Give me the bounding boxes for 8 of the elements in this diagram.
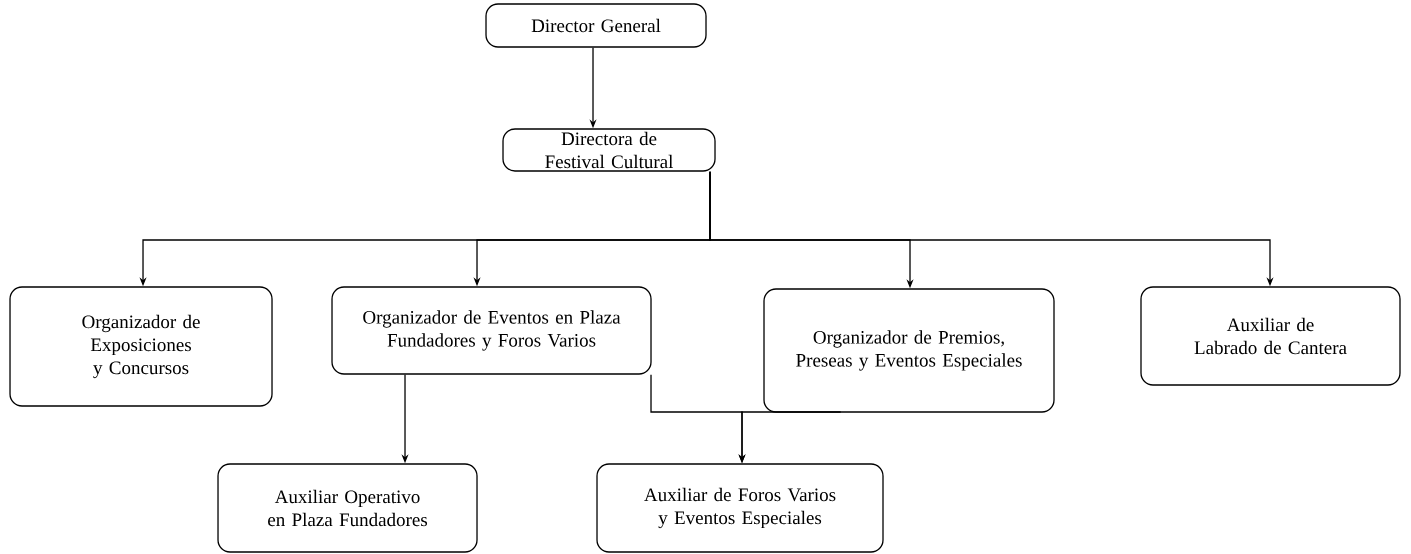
org-box: Directora de Festival Cultural — [502, 128, 716, 172]
org-box: Auxiliar Operativo en Plaza Fundadores — [217, 463, 478, 553]
org-box: Organizador de Eventos en Plaza Fundadores y Foros Varios — [331, 286, 652, 375]
org-box: Organizador de Exposiciones y Concursos — [9, 286, 273, 407]
org-box: Organizador de Premios, Preseas y Eventos Especiales — [763, 288, 1055, 413]
org-box: Auxiliar de Labrado de Cantera — [1140, 286, 1401, 386]
org-box: Auxiliar de Foros Varios y Eventos Especiales — [596, 463, 884, 553]
org-box: Director General — [485, 3, 707, 48]
